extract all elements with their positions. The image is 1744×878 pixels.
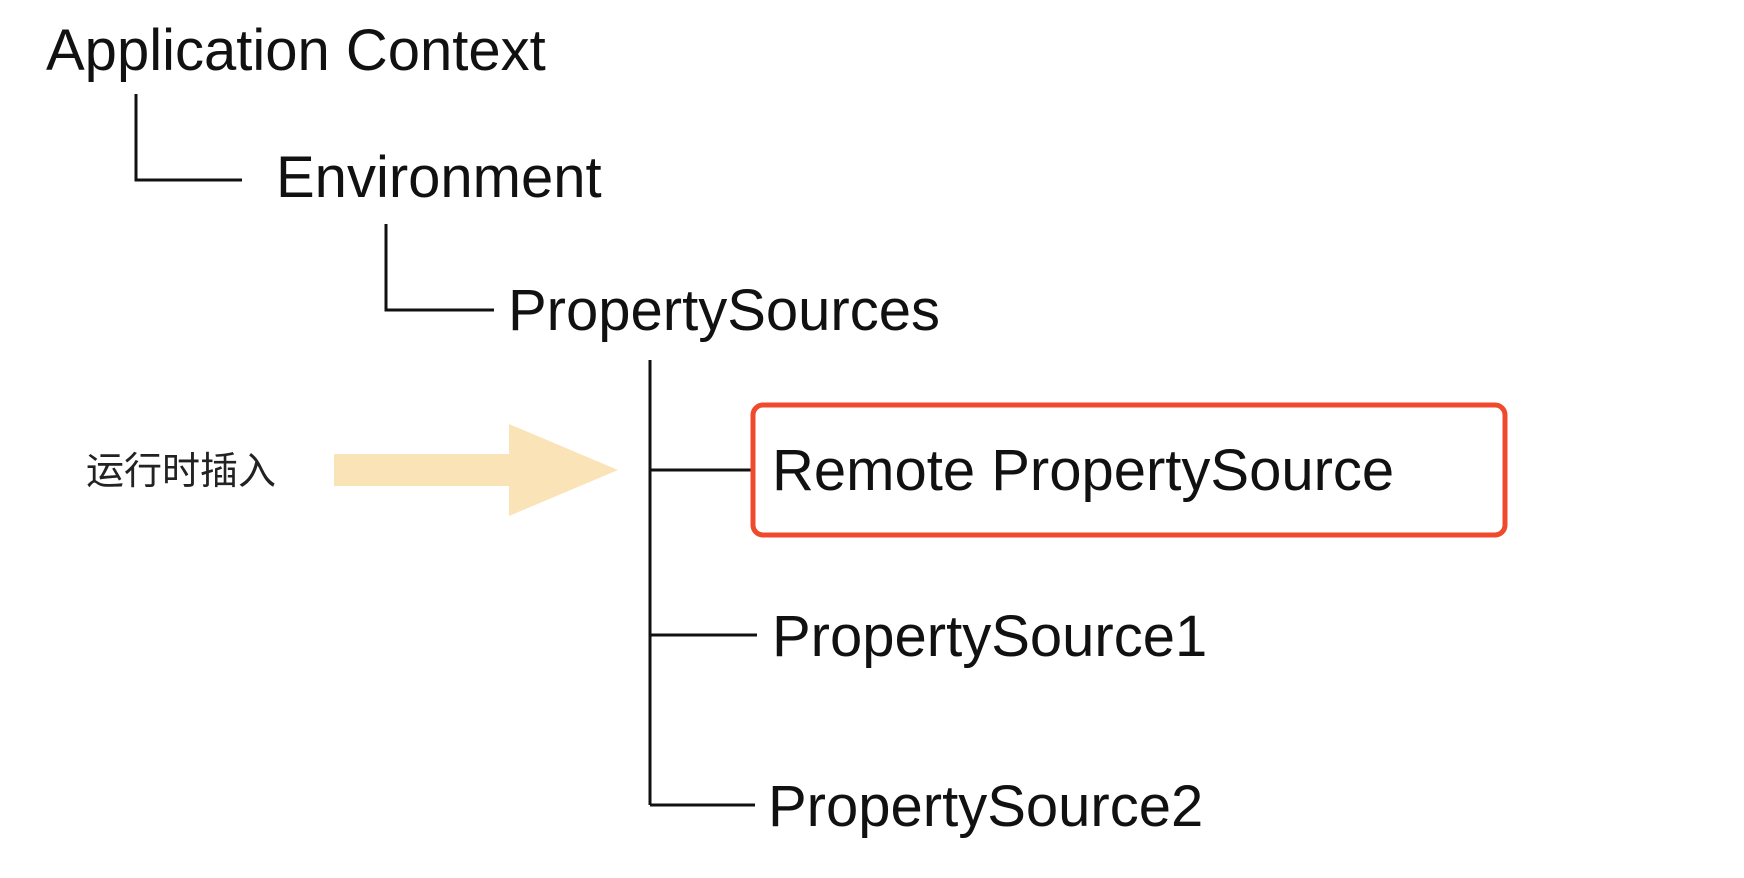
node-property-source-2: PropertySource2 — [768, 774, 1203, 839]
connector-appcontext-environment — [134, 94, 242, 182]
node-property-sources: PropertySources — [508, 278, 940, 343]
runtime-insert-label: 运行时插入 — [86, 449, 276, 493]
node-remote-property-source: Remote PropertySource — [772, 438, 1394, 503]
node-environment: Environment — [276, 145, 602, 210]
insert-arrow-icon — [334, 424, 618, 516]
highlight-box — [750, 402, 1508, 538]
node-property-source-1: PropertySource1 — [772, 604, 1207, 669]
connector-environment-propertysources — [384, 224, 494, 312]
node-application-context: Application Context — [46, 18, 546, 83]
